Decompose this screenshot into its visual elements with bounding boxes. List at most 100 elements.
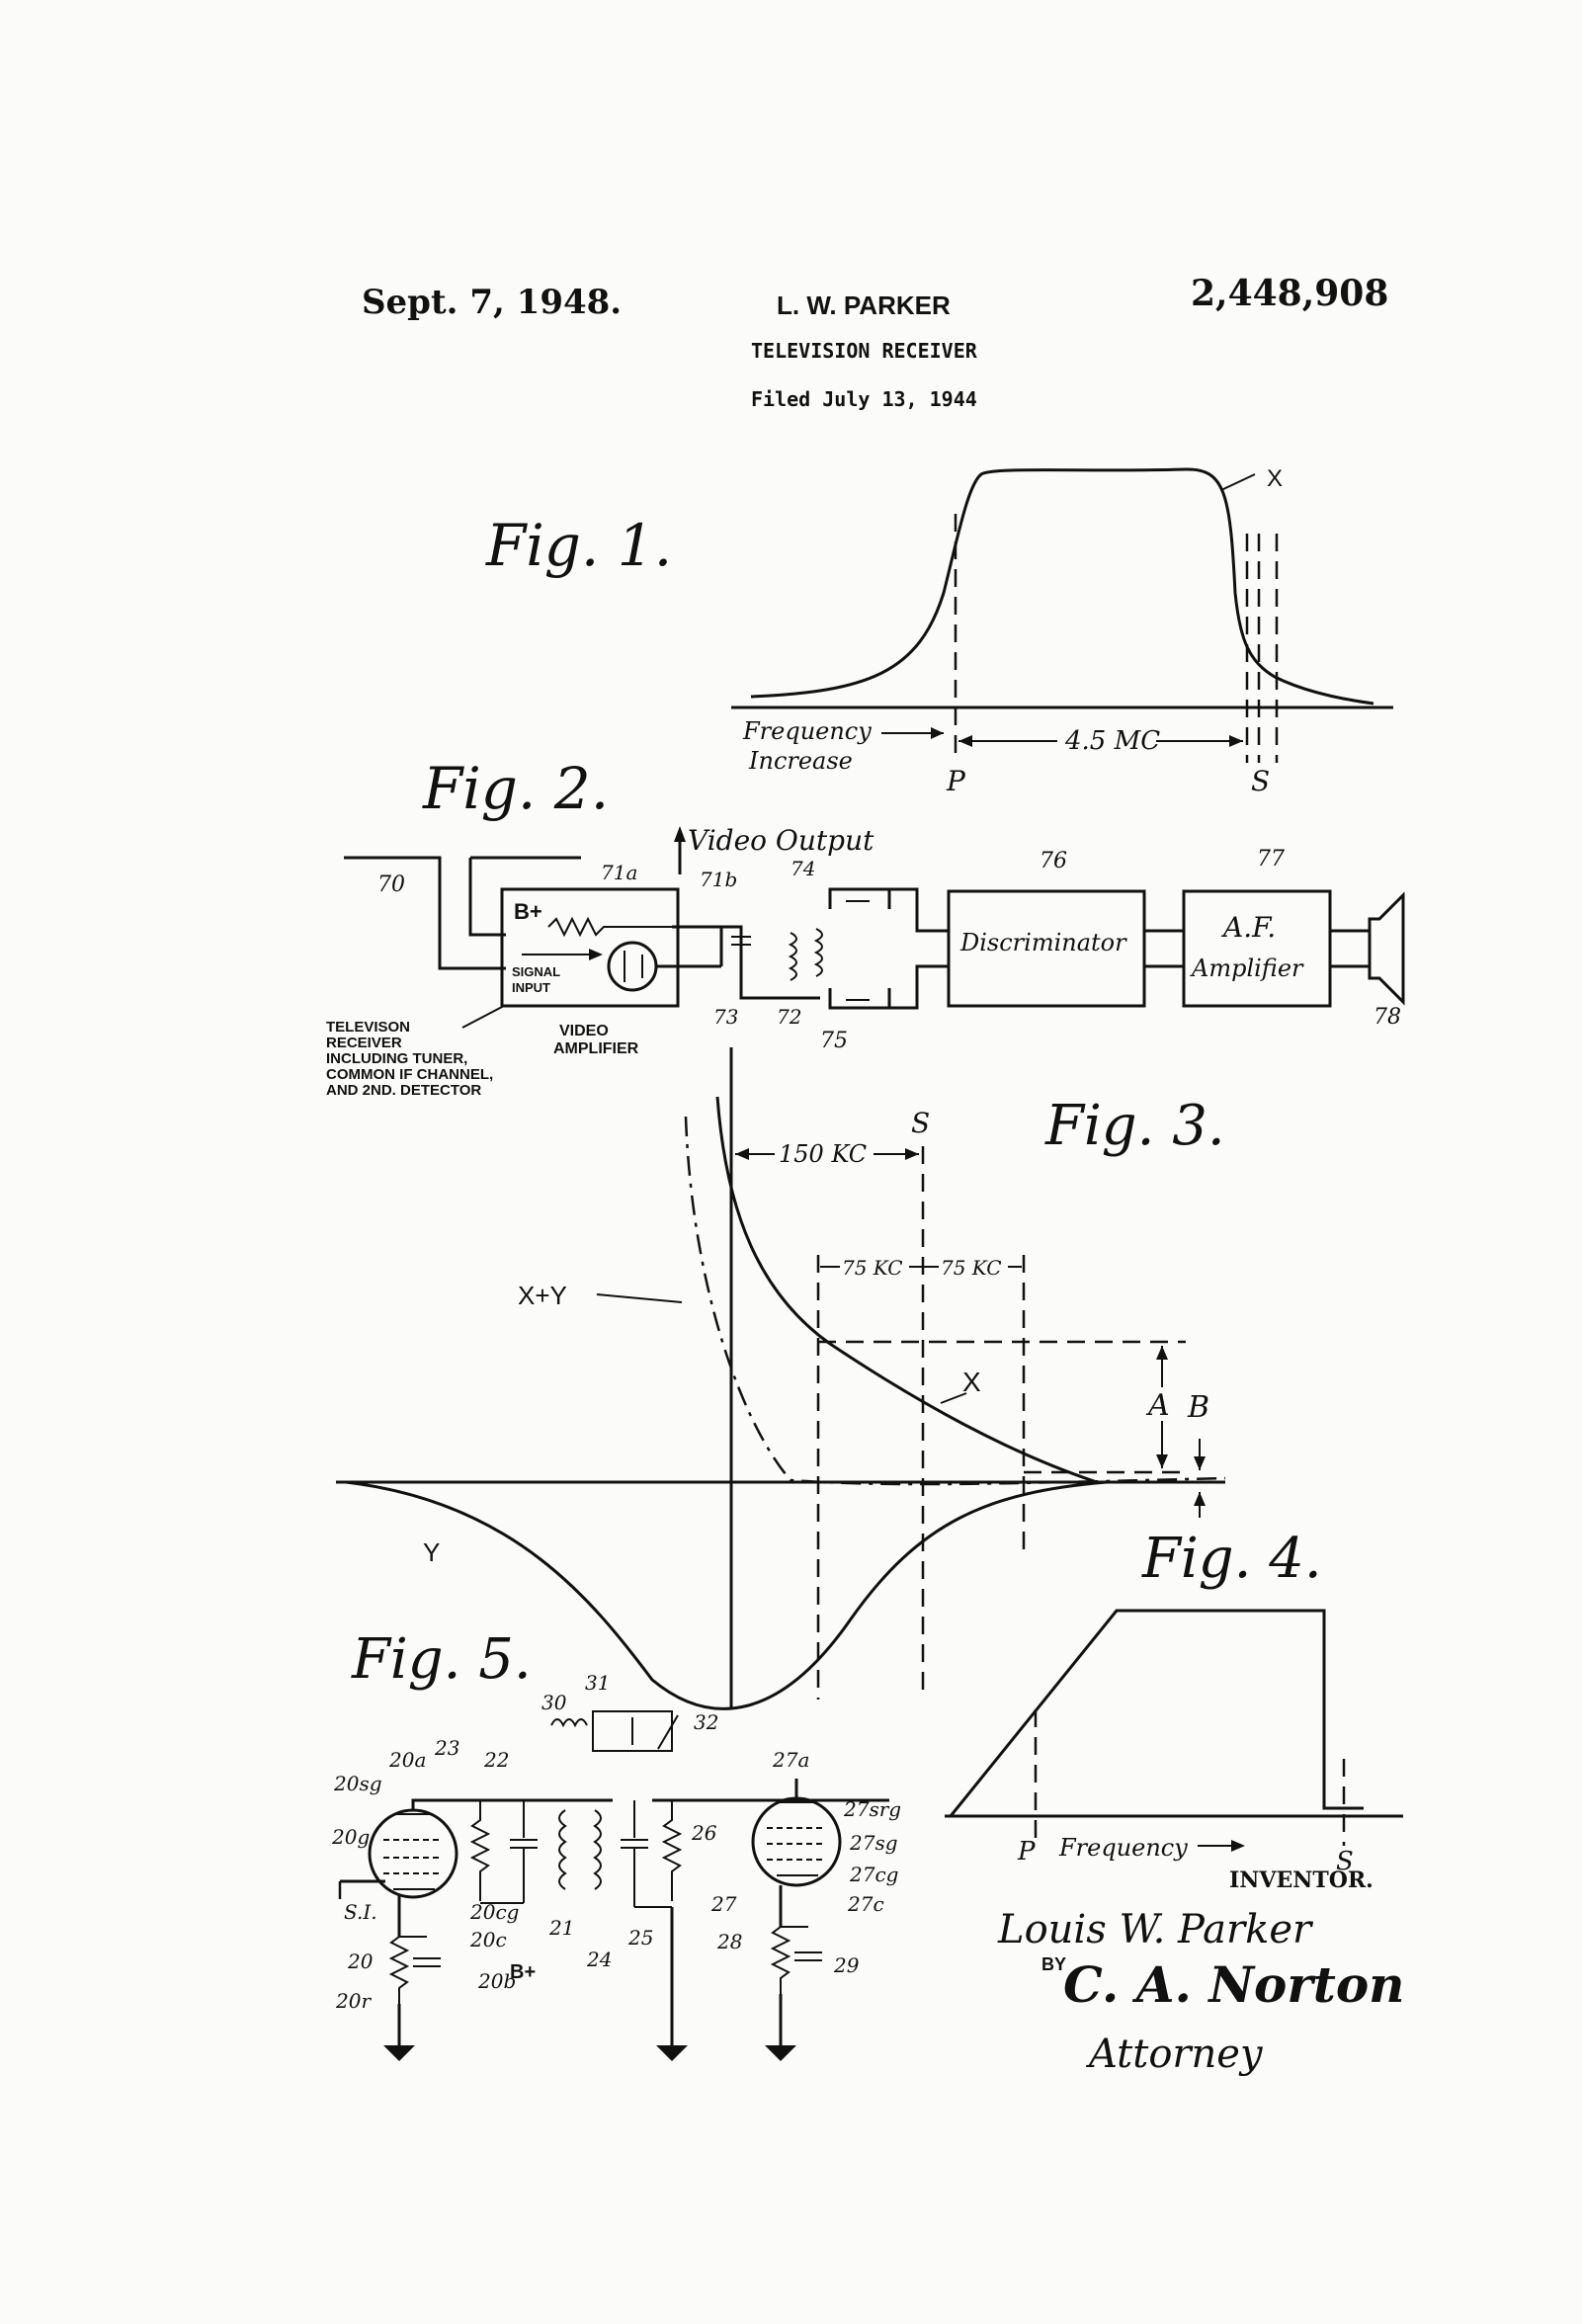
fig3-dim-a-arrowhead-bottom xyxy=(1156,1454,1168,1468)
fig3-dim-b-arrowhead-bottom xyxy=(1194,1492,1206,1506)
fig5-ref-20sg: 20sg xyxy=(333,1772,382,1795)
fig2-note-line3: INCLUDING TUNER, xyxy=(326,1050,467,1067)
fig5-ref-20: 20 xyxy=(347,1950,374,1973)
fig1-axis-arrowhead xyxy=(931,727,944,739)
fig3-curve-x xyxy=(715,1096,1098,1484)
fig5-plate-lead-20 xyxy=(411,1798,464,1810)
fig2-note-line4: COMMON IF CHANNEL, xyxy=(326,1066,493,1083)
fig2-disc-in-upper xyxy=(889,887,949,933)
fig4-label: Fig. 4. xyxy=(1141,1527,1322,1591)
fig1-axis-label-line1: Frequency xyxy=(742,717,872,745)
fig2-signal-input-line1: SIGNAL xyxy=(512,964,560,979)
fig5-resistor-28 xyxy=(770,1926,791,1998)
filed-date: Filed July 13, 1944 xyxy=(751,387,977,411)
fig2-ref-76: 76 xyxy=(1040,849,1067,873)
fig5-tube-20 xyxy=(368,1808,458,1899)
fig3-xy-leader xyxy=(596,1293,683,1303)
fig5-ref-22: 22 xyxy=(483,1748,509,1772)
fig5-ref-20g: 20g xyxy=(331,1825,370,1849)
by-label: BY xyxy=(1041,1954,1066,1974)
fig3-label: Fig. 3. xyxy=(1044,1094,1225,1158)
fig3-span-150-arrowhead-right xyxy=(905,1148,919,1160)
fig1-curve-leader xyxy=(1220,473,1256,491)
fig1-marker-s: S xyxy=(1251,765,1270,797)
fig5-ref-30: 30 xyxy=(541,1691,567,1714)
fig5-variable-cap-32 xyxy=(657,1714,679,1750)
fig5-ref-27sg: 27sg xyxy=(849,1831,898,1855)
fig2-signal-arrowhead xyxy=(589,949,603,960)
signature-block: INVENTOR. Louis W. Parker BY C. A. Norto… xyxy=(997,1868,1405,2077)
fig2-note-leader xyxy=(461,1005,505,1029)
fig2-tuned-primary xyxy=(721,925,820,1000)
fig2-discriminator: Discriminator xyxy=(959,929,1127,956)
speaker-icon xyxy=(1368,891,1405,1006)
fig5-ref-20c: 20c xyxy=(469,1928,507,1951)
fig2-note-line1: TELEVISON xyxy=(326,1019,410,1036)
fig2-coil-74 xyxy=(813,928,823,977)
fig2-af-line2: Amplifier xyxy=(1190,954,1304,982)
fig5-ref-26: 26 xyxy=(691,1821,717,1845)
fig1-span-arrowhead-right xyxy=(1229,735,1243,747)
fig3-span-75a: 75 KC xyxy=(842,1256,903,1280)
fig2-input-lead-3 xyxy=(468,858,506,937)
fig5-ref-32: 32 xyxy=(694,1710,718,1734)
fig3-span-75b: 75 KC xyxy=(941,1256,1002,1280)
fig1-span-label-bg xyxy=(1057,725,1156,755)
fig1-axis-label-line2: Increase xyxy=(748,747,853,775)
fig5-ref-21: 21 xyxy=(548,1916,574,1940)
fig5-ref-31: 31 xyxy=(585,1671,610,1695)
fig2-ref-74: 74 xyxy=(791,857,815,880)
fig3-y-label: Y xyxy=(423,1537,440,1567)
fig5-b-plus: B+ xyxy=(510,1961,536,1983)
patent-title: TELEVISION RECEIVER xyxy=(751,339,978,363)
patent-date: Sept. 7, 1948. xyxy=(362,283,622,322)
fig2-ref-78: 78 xyxy=(1374,1005,1401,1030)
fig1-marker-p: P xyxy=(946,765,966,797)
fig2-discriminator-box xyxy=(947,889,1146,1008)
fig3-dim-b-arrowhead-top xyxy=(1194,1456,1206,1470)
fig2-input-lead xyxy=(344,856,506,970)
fig2-video-output: Video Output xyxy=(688,824,874,857)
fig2-af-line1: A.F. xyxy=(1220,911,1276,944)
fig5-ref-27a: 27a xyxy=(772,1748,809,1772)
fig1-span-label: 4.5 MC xyxy=(1064,726,1160,756)
ground-icon-right xyxy=(765,2045,796,2061)
fig4-response-curve xyxy=(949,1609,1364,1817)
fig5-ref-25: 25 xyxy=(627,1926,653,1950)
fig3-curve-y xyxy=(345,1480,1108,1710)
figure-1: Fig. 1. X Frequency Increase 4.5 MC P S xyxy=(485,465,1393,797)
fig5-ref-20a: 20a xyxy=(388,1748,426,1772)
fig2-resistor xyxy=(547,916,672,938)
fig1-label: Fig. 1. xyxy=(485,512,672,579)
fig5-tank-31 xyxy=(592,1710,673,1752)
fig2-ref-72: 72 xyxy=(777,1005,801,1029)
inventor-signature: Louis W. Parker xyxy=(997,1907,1314,1952)
fig2-video-amplifier-line1: VIDEO xyxy=(559,1023,609,1039)
fig2-disc-in-lower xyxy=(889,964,949,1010)
attorney-title: Attorney xyxy=(1085,2032,1264,2077)
fig5-resistor-26 xyxy=(661,1800,683,1901)
fig2-coil-72 xyxy=(788,932,797,981)
fig5-ref-28: 28 xyxy=(716,1930,742,1953)
fig4-marker-s: S xyxy=(1336,1847,1354,1876)
fig5-ref-27: 27 xyxy=(710,1892,737,1916)
fig5-tube-27 xyxy=(751,1796,842,1887)
figure-2: Fig. 2. 70 B+ SIGNAL INPUT Video Output … xyxy=(326,755,1405,1099)
fig2-receiver-box xyxy=(500,887,680,1008)
fig5-resistor-23 xyxy=(469,1800,491,1901)
fig3-span-150-arrowhead-left xyxy=(735,1148,749,1160)
fig2-diode-upper-lead xyxy=(828,887,891,909)
patent-number: 2,448,908 xyxy=(1191,273,1388,314)
fig5-ref-27c: 27c xyxy=(847,1892,884,1916)
fig3-xy-label: X+Y xyxy=(518,1281,567,1310)
ground-icon xyxy=(656,2045,688,2061)
fig2-video-output-arrowhead xyxy=(674,826,686,842)
fig4-axis-label: Frequency xyxy=(1058,1834,1188,1862)
fig2-ref-73: 73 xyxy=(713,1005,738,1029)
fig5-ref-20cg: 20cg xyxy=(469,1900,519,1924)
ground-icon-left xyxy=(383,2045,415,2061)
fig5-ref-24: 24 xyxy=(586,1948,612,1971)
fig2-video-tube xyxy=(607,941,658,992)
fig2-b-plus: B+ xyxy=(514,899,542,924)
